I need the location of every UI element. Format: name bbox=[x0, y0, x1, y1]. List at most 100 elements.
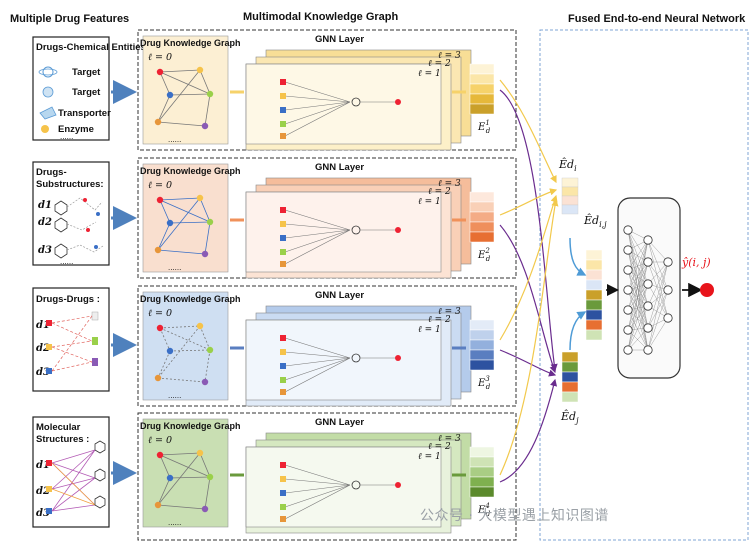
concat-cell bbox=[585, 329, 603, 341]
edj-cell bbox=[561, 351, 579, 363]
edi-cell bbox=[561, 177, 579, 188]
feature-box-molecular: Molecular Structures : d1 d2 d3 bbox=[32, 416, 110, 528]
gnn-ell1-1: ℓ = 1 bbox=[418, 69, 441, 79]
feature-box-substructures: Drugs- Substructures: d1 d2 d3 ...... bbox=[32, 161, 110, 266]
edj-cell bbox=[561, 371, 579, 383]
kg-node bbox=[156, 451, 164, 459]
kg-node bbox=[154, 246, 162, 254]
nn-neuron bbox=[663, 313, 673, 323]
gnn-ell2-1: ℓ = 2 bbox=[428, 59, 451, 69]
nn-neuron bbox=[623, 325, 633, 335]
feature-title-substructures: Drugs- bbox=[36, 167, 67, 178]
header-mkg: Multimodal Knowledge Graph bbox=[243, 11, 399, 23]
concat-cell bbox=[585, 249, 603, 261]
nn-neuron bbox=[663, 285, 673, 295]
nn-neuron bbox=[623, 225, 633, 235]
kg-ellipsis-2: ...... bbox=[168, 263, 181, 272]
nn-neuron bbox=[643, 235, 653, 245]
kg-title-3: Drug Knowledge Graph bbox=[140, 294, 241, 304]
kg-ell0-4: ℓ = 0 bbox=[148, 435, 172, 446]
feature-dd-d2: d2 bbox=[36, 343, 50, 354]
gnn-ell2-4: ℓ = 2 bbox=[428, 442, 451, 452]
row-3: Drug Knowledge Graph ℓ = 0...... GNN Layer… bbox=[140, 290, 495, 407]
kg-node bbox=[154, 118, 162, 126]
kg-node bbox=[154, 374, 162, 382]
kg-ell0-1: ℓ = 0 bbox=[148, 52, 172, 63]
feature-title-drugs-drugs: Drugs-Drugs : bbox=[36, 294, 100, 305]
fused-panel bbox=[539, 29, 749, 541]
feature-title-molecular: Molecular bbox=[36, 422, 81, 433]
concat-cell bbox=[585, 259, 603, 271]
nn-neuron bbox=[623, 345, 633, 355]
kg-node bbox=[196, 194, 204, 202]
kg-panel-3 bbox=[142, 291, 229, 401]
kg-node bbox=[201, 378, 209, 386]
gnn-title-3: GNN Layer bbox=[315, 290, 364, 301]
feature-box-drugs-drugs: Drugs-Drugs : d1 d2 d3 bbox=[32, 287, 110, 392]
kg-node bbox=[196, 66, 204, 74]
nn-neuron bbox=[643, 345, 653, 355]
gnn-ell1-3: ℓ = 1 bbox=[418, 325, 441, 335]
kg-node bbox=[196, 449, 204, 457]
row-1: Drug Knowledge Graph ℓ = 0...... GNN Layer… bbox=[140, 34, 495, 151]
kg-title-2: Drug Knowledge Graph bbox=[140, 166, 241, 176]
feature-ellipsis-2: ...... bbox=[60, 257, 73, 266]
kg-ellipsis-3: ...... bbox=[168, 391, 181, 400]
feature-drug-d1: d1 bbox=[38, 200, 52, 211]
kg-node bbox=[166, 347, 174, 355]
header-fused: Fused End-to-end Neural Network bbox=[568, 13, 746, 25]
kg-panel-1 bbox=[142, 35, 229, 145]
kg-ellipsis-1: ...... bbox=[168, 135, 181, 144]
gnn-ell3-4: ℓ = 3 bbox=[438, 434, 461, 444]
nn-neuron bbox=[663, 257, 673, 267]
gnn-ell3-2: ℓ = 3 bbox=[438, 179, 461, 189]
nn-neuron bbox=[623, 285, 633, 295]
knowledge-graph-1: Drug Knowledge Graph ℓ = 0...... bbox=[140, 35, 241, 145]
kg-panel-4 bbox=[142, 418, 229, 528]
kg-ell0-3: ℓ = 0 bbox=[148, 308, 172, 319]
kg-node bbox=[196, 322, 204, 330]
concat-cell bbox=[585, 309, 603, 321]
feature-item-enzyme: Enzyme bbox=[58, 124, 94, 135]
feature-mol-d3: d3 bbox=[36, 508, 50, 519]
concat-cell bbox=[585, 289, 603, 301]
nn-neuron bbox=[623, 305, 633, 315]
svg-text:Structures :: Structures : bbox=[36, 434, 89, 445]
feature-dd-d1: d1 bbox=[36, 320, 50, 331]
kg-node bbox=[154, 501, 162, 509]
nn-neuron bbox=[643, 279, 653, 289]
fused-label-edij: Êdi,j bbox=[583, 213, 607, 229]
edi-cell bbox=[561, 204, 579, 215]
svg-text:Substructures:: Substructures: bbox=[36, 179, 104, 190]
edi-cell bbox=[561, 195, 579, 206]
kg-node bbox=[201, 250, 209, 258]
feature-item-transporter: Transporter bbox=[58, 108, 111, 119]
kg-node bbox=[206, 473, 214, 481]
gnn-title-4: GNN Layer bbox=[315, 417, 364, 428]
kg-node bbox=[206, 346, 214, 354]
concat-cell bbox=[585, 299, 603, 311]
kg-node bbox=[166, 474, 174, 482]
edi-cell bbox=[561, 186, 579, 197]
gnn-ell2-2: ℓ = 2 bbox=[428, 187, 451, 197]
feature-drug-d2: d2 bbox=[38, 217, 52, 228]
knowledge-graph-3: Drug Knowledge Graph ℓ = 0...... bbox=[140, 291, 241, 401]
kg-node bbox=[201, 122, 209, 130]
gnn-title-2: GNN Layer bbox=[315, 162, 364, 173]
kg-node bbox=[206, 90, 214, 98]
gnn-ell3-3: ℓ = 3 bbox=[438, 307, 461, 317]
gnn-ell1-2: ℓ = 1 bbox=[418, 197, 441, 207]
kg-title-1: Drug Knowledge Graph bbox=[140, 38, 241, 48]
row-panel-4 bbox=[137, 412, 517, 541]
gnn-title-1: GNN Layer bbox=[315, 34, 364, 45]
gnn-stack-2: GNN Layer ℓ = 3ℓ = 2ℓ = 1 bbox=[245, 162, 472, 279]
feature-drug-d3: d3 bbox=[38, 245, 52, 256]
